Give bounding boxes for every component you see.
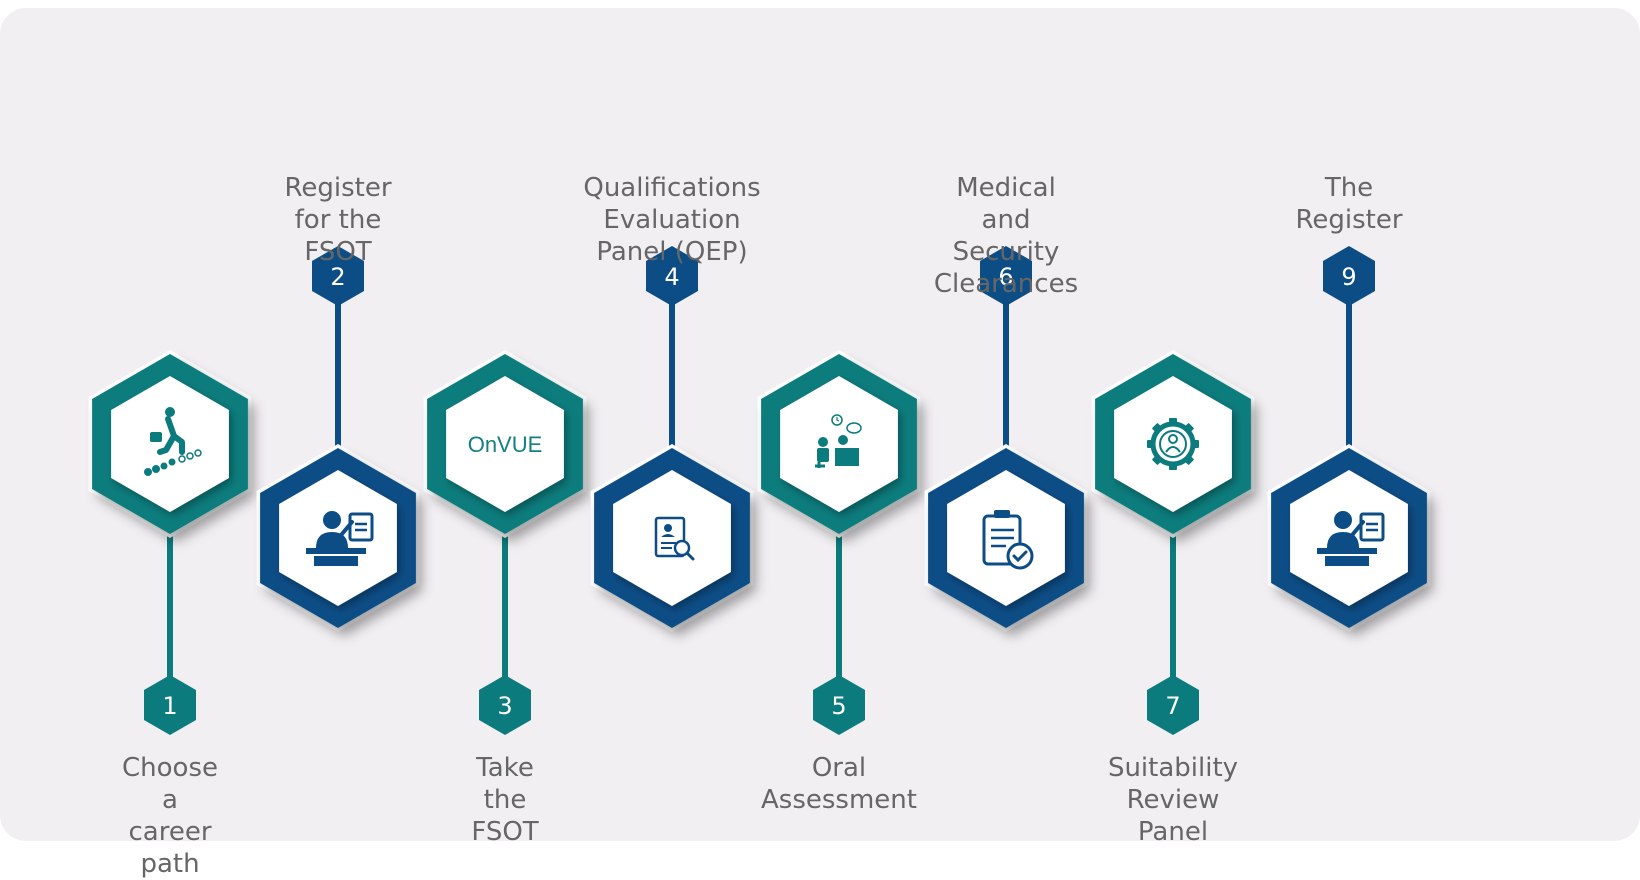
step-3-number: 3 (497, 692, 512, 720)
step-2-label: Register for the FSOT (284, 173, 392, 267)
clipboard-check-icon (982, 510, 1034, 570)
step-7-number: 7 (1165, 692, 1180, 720)
climbing-steps-icon (144, 407, 202, 476)
step-6-badge (980, 246, 1032, 306)
step-3-node: OnVUE 3 (423, 350, 587, 735)
step-9-label: The Register (1295, 173, 1403, 235)
step-5-number: 5 (831, 692, 846, 720)
step-7-label: Suitability Review Panel (1107, 753, 1239, 847)
gear-person-icon (1147, 418, 1199, 470)
step-2-badge (312, 246, 364, 306)
step-1-label: Choose a career path (122, 753, 218, 879)
step-4-label: Qualifications Evaluation Panel (QEP) (583, 173, 761, 267)
step-1-node: 1 (88, 350, 252, 735)
step-5-hex-inner (780, 376, 898, 512)
onvue-logo-text: OnVUE (468, 432, 543, 457)
step-3-label: Take the FSOT (471, 753, 539, 847)
step-4-node: 4 (590, 246, 754, 632)
person-at-desk-with-form-icon (306, 511, 374, 566)
step-9-number: 9 (1341, 263, 1356, 291)
step-1-badge (144, 675, 196, 735)
interview-meeting-icon (815, 414, 862, 468)
step-1-number: 1 (162, 692, 177, 720)
step-5-label: Oral Assessment (761, 753, 917, 815)
onvue-logo: OnVUE (468, 432, 543, 457)
step-6-label: Medical and Security Clearances (933, 173, 1079, 299)
step-7-badge (1147, 675, 1199, 735)
step-2-node: 2 (256, 246, 420, 632)
step-6-number: 6 (998, 263, 1013, 291)
step-3-hex-inner (446, 376, 564, 512)
step-9-node: 9 (1267, 246, 1431, 632)
step-2-number: 2 (330, 263, 345, 291)
step-6-node: 6 (924, 246, 1088, 632)
step-9-badge (1323, 246, 1375, 306)
step-4-number: 4 (664, 263, 679, 291)
person-at-desk-with-form-icon (1317, 511, 1385, 566)
step-4-badge (646, 246, 698, 306)
profile-document-search-icon (654, 516, 695, 561)
step-3-badge (479, 675, 531, 735)
step-5-badge (813, 675, 865, 735)
step-7-node: 7 (1091, 350, 1255, 735)
step-4-hex-inner (613, 470, 731, 606)
step-5-node: 5 (757, 350, 921, 735)
